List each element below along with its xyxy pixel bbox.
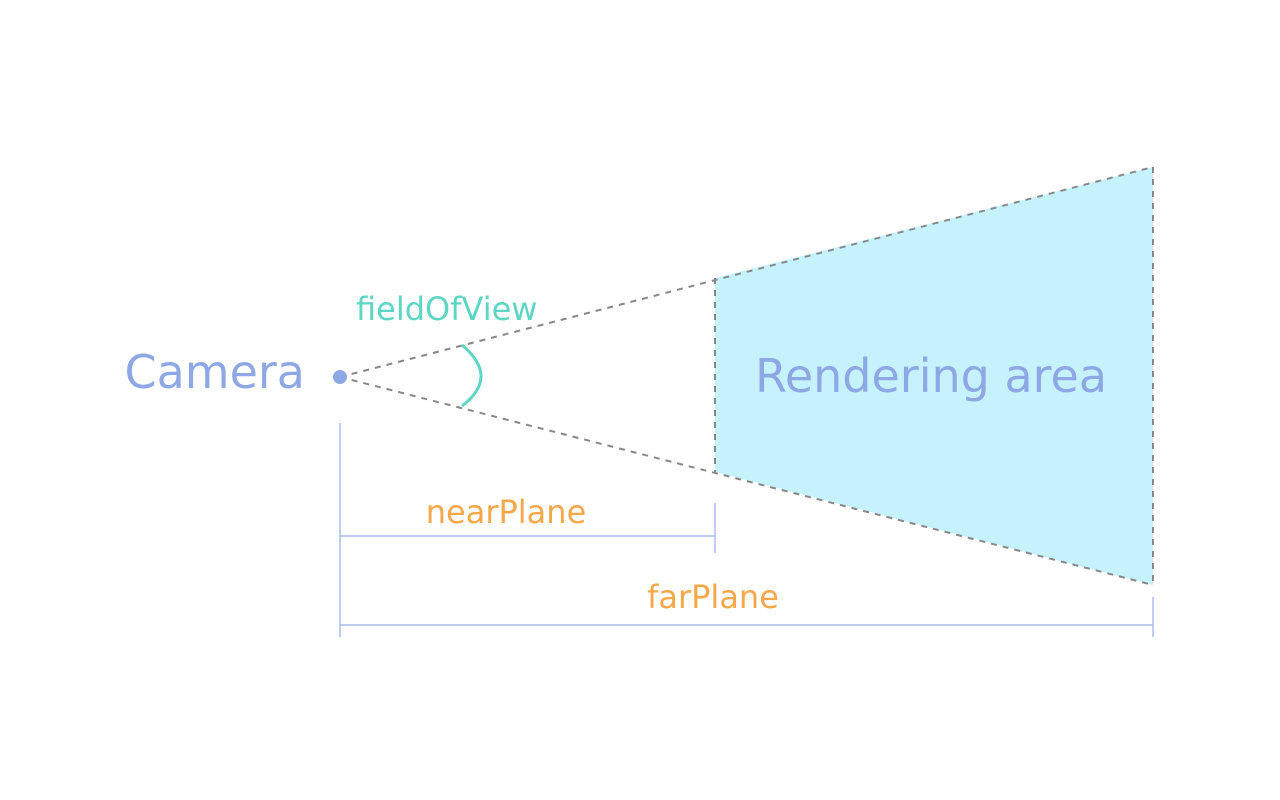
rendering-area-shape	[715, 167, 1153, 585]
field-of-view-arc	[461, 343, 483, 408]
near-plane-label: nearPlane	[426, 493, 587, 531]
field-of-view-label: fieldOfView	[356, 290, 537, 328]
camera-label: Camera	[124, 345, 305, 399]
frustum-top-edge	[339, 166, 1154, 378]
far-plane-label: farPlane	[647, 578, 779, 616]
frustum-bottom-edge	[339, 376, 1154, 586]
rendering-area-label: Rendering area	[755, 349, 1107, 403]
camera-point	[333, 370, 347, 384]
